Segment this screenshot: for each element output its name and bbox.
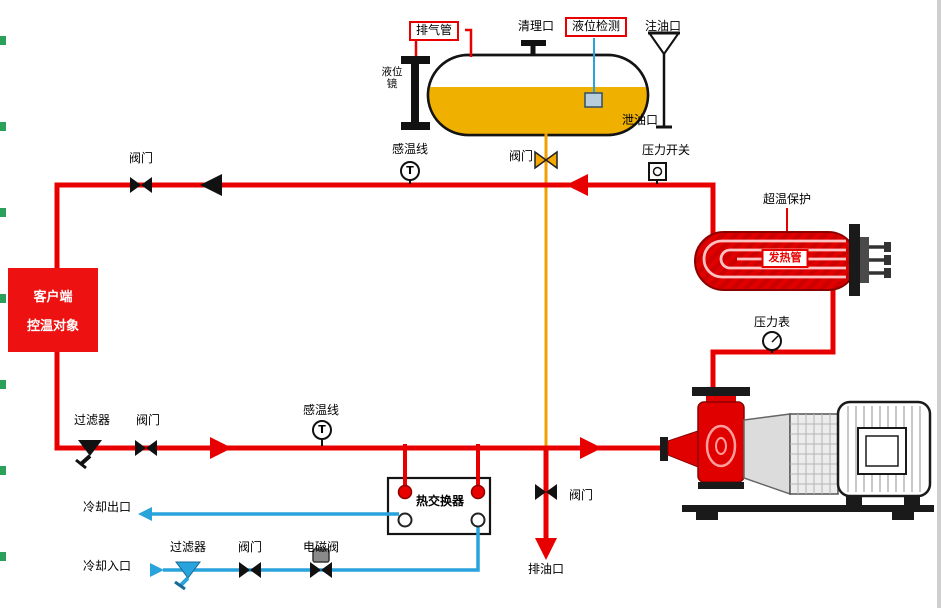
motor-foot-left	[846, 496, 862, 505]
edge-ticks	[0, 36, 6, 561]
pump-suction-flange	[660, 437, 668, 461]
hx-port-hot-left	[397, 484, 413, 500]
temp-sensor-bottom-letter: T	[318, 423, 326, 436]
pipe-return-bottom	[54, 350, 661, 451]
label-clean-port: 清理口	[517, 19, 555, 33]
hx-port-hot-right	[470, 484, 486, 500]
valve-bottom-left	[135, 440, 157, 456]
label-heat-exchanger: 热交换器	[415, 494, 465, 508]
base-foot-left	[696, 512, 718, 520]
filter-cooling-symbol	[174, 561, 201, 591]
fill-port-funnel	[648, 31, 680, 55]
bearing-bracket	[743, 413, 791, 496]
flow-arrow-bottom-left	[210, 437, 232, 459]
client-label-line2: 控温对象	[26, 319, 79, 334]
label-temp-line-top: 感温线	[391, 142, 429, 156]
cooling-piping	[152, 512, 480, 572]
clean-port-cap	[521, 40, 546, 46]
label-level-detect: 液位检测	[564, 17, 628, 37]
tank-liquid	[428, 87, 648, 135]
heater-terminals	[869, 245, 886, 275]
valve-cooling-line	[239, 562, 261, 578]
label-overtemp: 超温保护	[762, 192, 812, 206]
label-valve-cooling: 阀门	[237, 540, 263, 554]
label-oil-drain: 排油口	[527, 562, 565, 576]
label-level-gauge: 液位镜	[381, 66, 403, 91]
cooling-inlet-arrow	[150, 563, 164, 577]
label-valve-yellow: 阀门	[508, 149, 534, 163]
label-heating-tube: 发热管	[761, 249, 809, 268]
cooling-outlet-arrow	[138, 507, 152, 521]
client-load-box: 客户端 控温对象	[8, 268, 98, 352]
label-valve-drain: 阀门	[568, 488, 594, 502]
label-temp-line-bottom: 感温线	[302, 403, 340, 417]
pressure-gauge-symbol	[762, 331, 782, 353]
tank-body-outline	[426, 53, 650, 137]
vent-pipe-line	[414, 28, 473, 57]
label-cooling-outlet: 冷却出口	[82, 500, 132, 514]
temp-sensor-bottom	[312, 420, 332, 446]
heater-terminal-ends	[884, 242, 891, 278]
pump-volute-ring-inner	[715, 437, 727, 455]
level-gauge-glass	[401, 56, 430, 130]
label-filter-cooling: 过滤器	[169, 540, 207, 554]
heater-terminal-plate	[860, 237, 869, 283]
cooling-inlet-line	[163, 526, 480, 572]
pump-volute-ring-outer	[705, 424, 737, 468]
client-label-line1: 客户端	[33, 290, 73, 305]
pump-casing	[697, 401, 745, 483]
base-foot-right	[892, 512, 914, 520]
valve-top-left	[130, 177, 152, 193]
flow-arrow-bottom-right	[580, 437, 602, 459]
base-plate	[682, 505, 934, 512]
motor-foot-right	[904, 496, 920, 505]
label-pressure-switch: 压力开关	[641, 143, 691, 157]
hx-port-cool-right	[470, 512, 486, 528]
pump-discharge-neck	[706, 396, 736, 404]
solenoid-valve-symbol	[310, 548, 332, 578]
coupling-grid	[790, 414, 838, 494]
pump-motor-assembly	[660, 387, 934, 520]
motor-junction-box-inner	[865, 435, 899, 467]
expansion-tank	[401, 28, 680, 137]
label-filter-hot: 过滤器	[73, 413, 111, 427]
pump-casing-base	[698, 482, 744, 489]
label-pressure-gauge: 压力表	[753, 315, 791, 329]
pump-suction-cone	[667, 430, 699, 468]
temp-sensor-top-letter: T	[406, 164, 414, 177]
pressure-switch-symbol	[648, 162, 667, 184]
flow-arrow-top-left	[200, 174, 222, 196]
temp-sensor-top	[400, 161, 420, 184]
level-float-sensor	[584, 92, 603, 108]
label-solenoid: 电磁阀	[302, 540, 340, 554]
label-valve-top-left: 阀门	[128, 151, 154, 165]
label-vent-pipe: 排气管	[408, 21, 460, 41]
hx-port-cool-left	[397, 512, 413, 528]
valve-drain	[535, 484, 557, 500]
pump-discharge-flange	[692, 387, 750, 396]
label-cooling-inlet: 冷却入口	[82, 559, 132, 573]
filter-hot-symbol	[75, 440, 102, 470]
label-tank-drain: 泄油口	[621, 113, 659, 127]
right-edge-border	[937, 0, 941, 608]
drain-arrow	[535, 538, 557, 560]
flow-arrow-top-right	[566, 174, 588, 196]
label-fill-port: 注油口	[644, 19, 682, 33]
label-valve-bottom-left: 阀门	[135, 413, 161, 427]
heater-flange	[849, 224, 860, 296]
valve-yellow	[534, 150, 558, 170]
pipe-supply-top	[54, 182, 716, 270]
